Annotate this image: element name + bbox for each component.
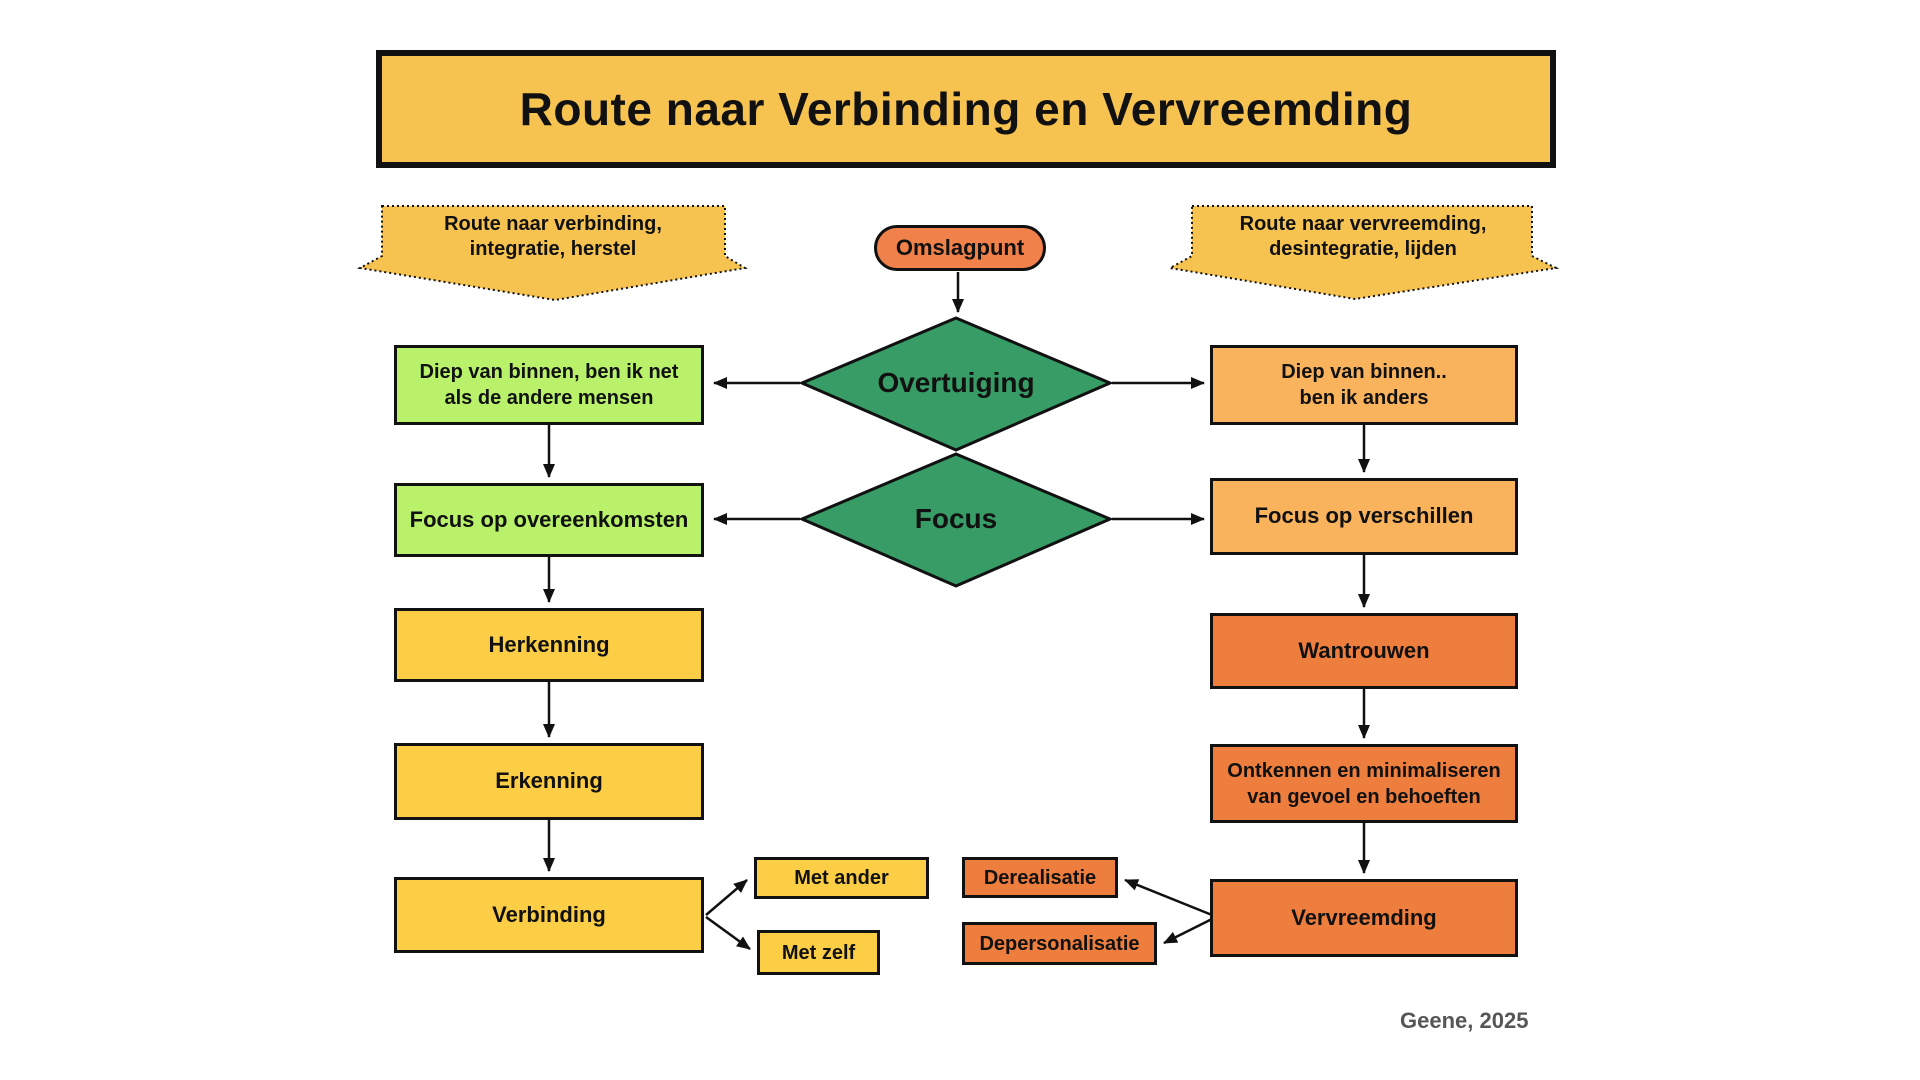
node-depersonalisatie: Depersonalisatie [962,922,1157,965]
right-banner-label: Route naar vervreemding, desintegratie, … [1239,213,1487,260]
title-box: Route naar Verbinding en Vervreemding [376,50,1556,168]
focus-label: Focus [914,503,998,534]
node-met-ander: Met ander [754,857,929,899]
overtuiging-diamond [798,316,1114,452]
omslagpunt-node: Omslagpunt [874,225,1046,271]
node-derealisatie: Derealisatie [962,857,1118,898]
connector-arrows [543,272,1370,951]
node-verbinding: Verbinding [394,877,704,953]
left-banner-shape [356,205,748,302]
node-wantrouwen: Wantrouwen [1210,613,1518,689]
node-diep-van-binnen-rechts: Diep van binnen.. ben ik anders [1210,345,1518,425]
node-herkenning: Herkenning [394,608,704,682]
right-banner-shape [1166,205,1560,301]
overtuiging-label: Overtuiging [877,367,1035,398]
node-erkenning: Erkenning [394,743,704,820]
node-met-zelf: Met zelf [757,930,880,975]
node-ontkennen-minimaliseren: Ontkennen en minimaliseren van gevoel en… [1210,744,1518,823]
left-banner-label: Route naar verbinding, integratie, herst… [444,213,662,260]
focus-diamond [798,452,1114,588]
node-vervreemding: Vervreemding [1210,879,1518,957]
page-title: Route naar Verbinding en Vervreemding [519,83,1413,135]
node-diep-van-binnen-links: Diep van binnen, ben ik net als de ander… [394,345,704,425]
node-focus-verschillen: Focus op verschillen [1210,478,1518,555]
footer-credit: Geene, 2025 [1400,1008,1529,1033]
node-focus-overeenkomsten: Focus op overeenkomsten [394,483,704,557]
